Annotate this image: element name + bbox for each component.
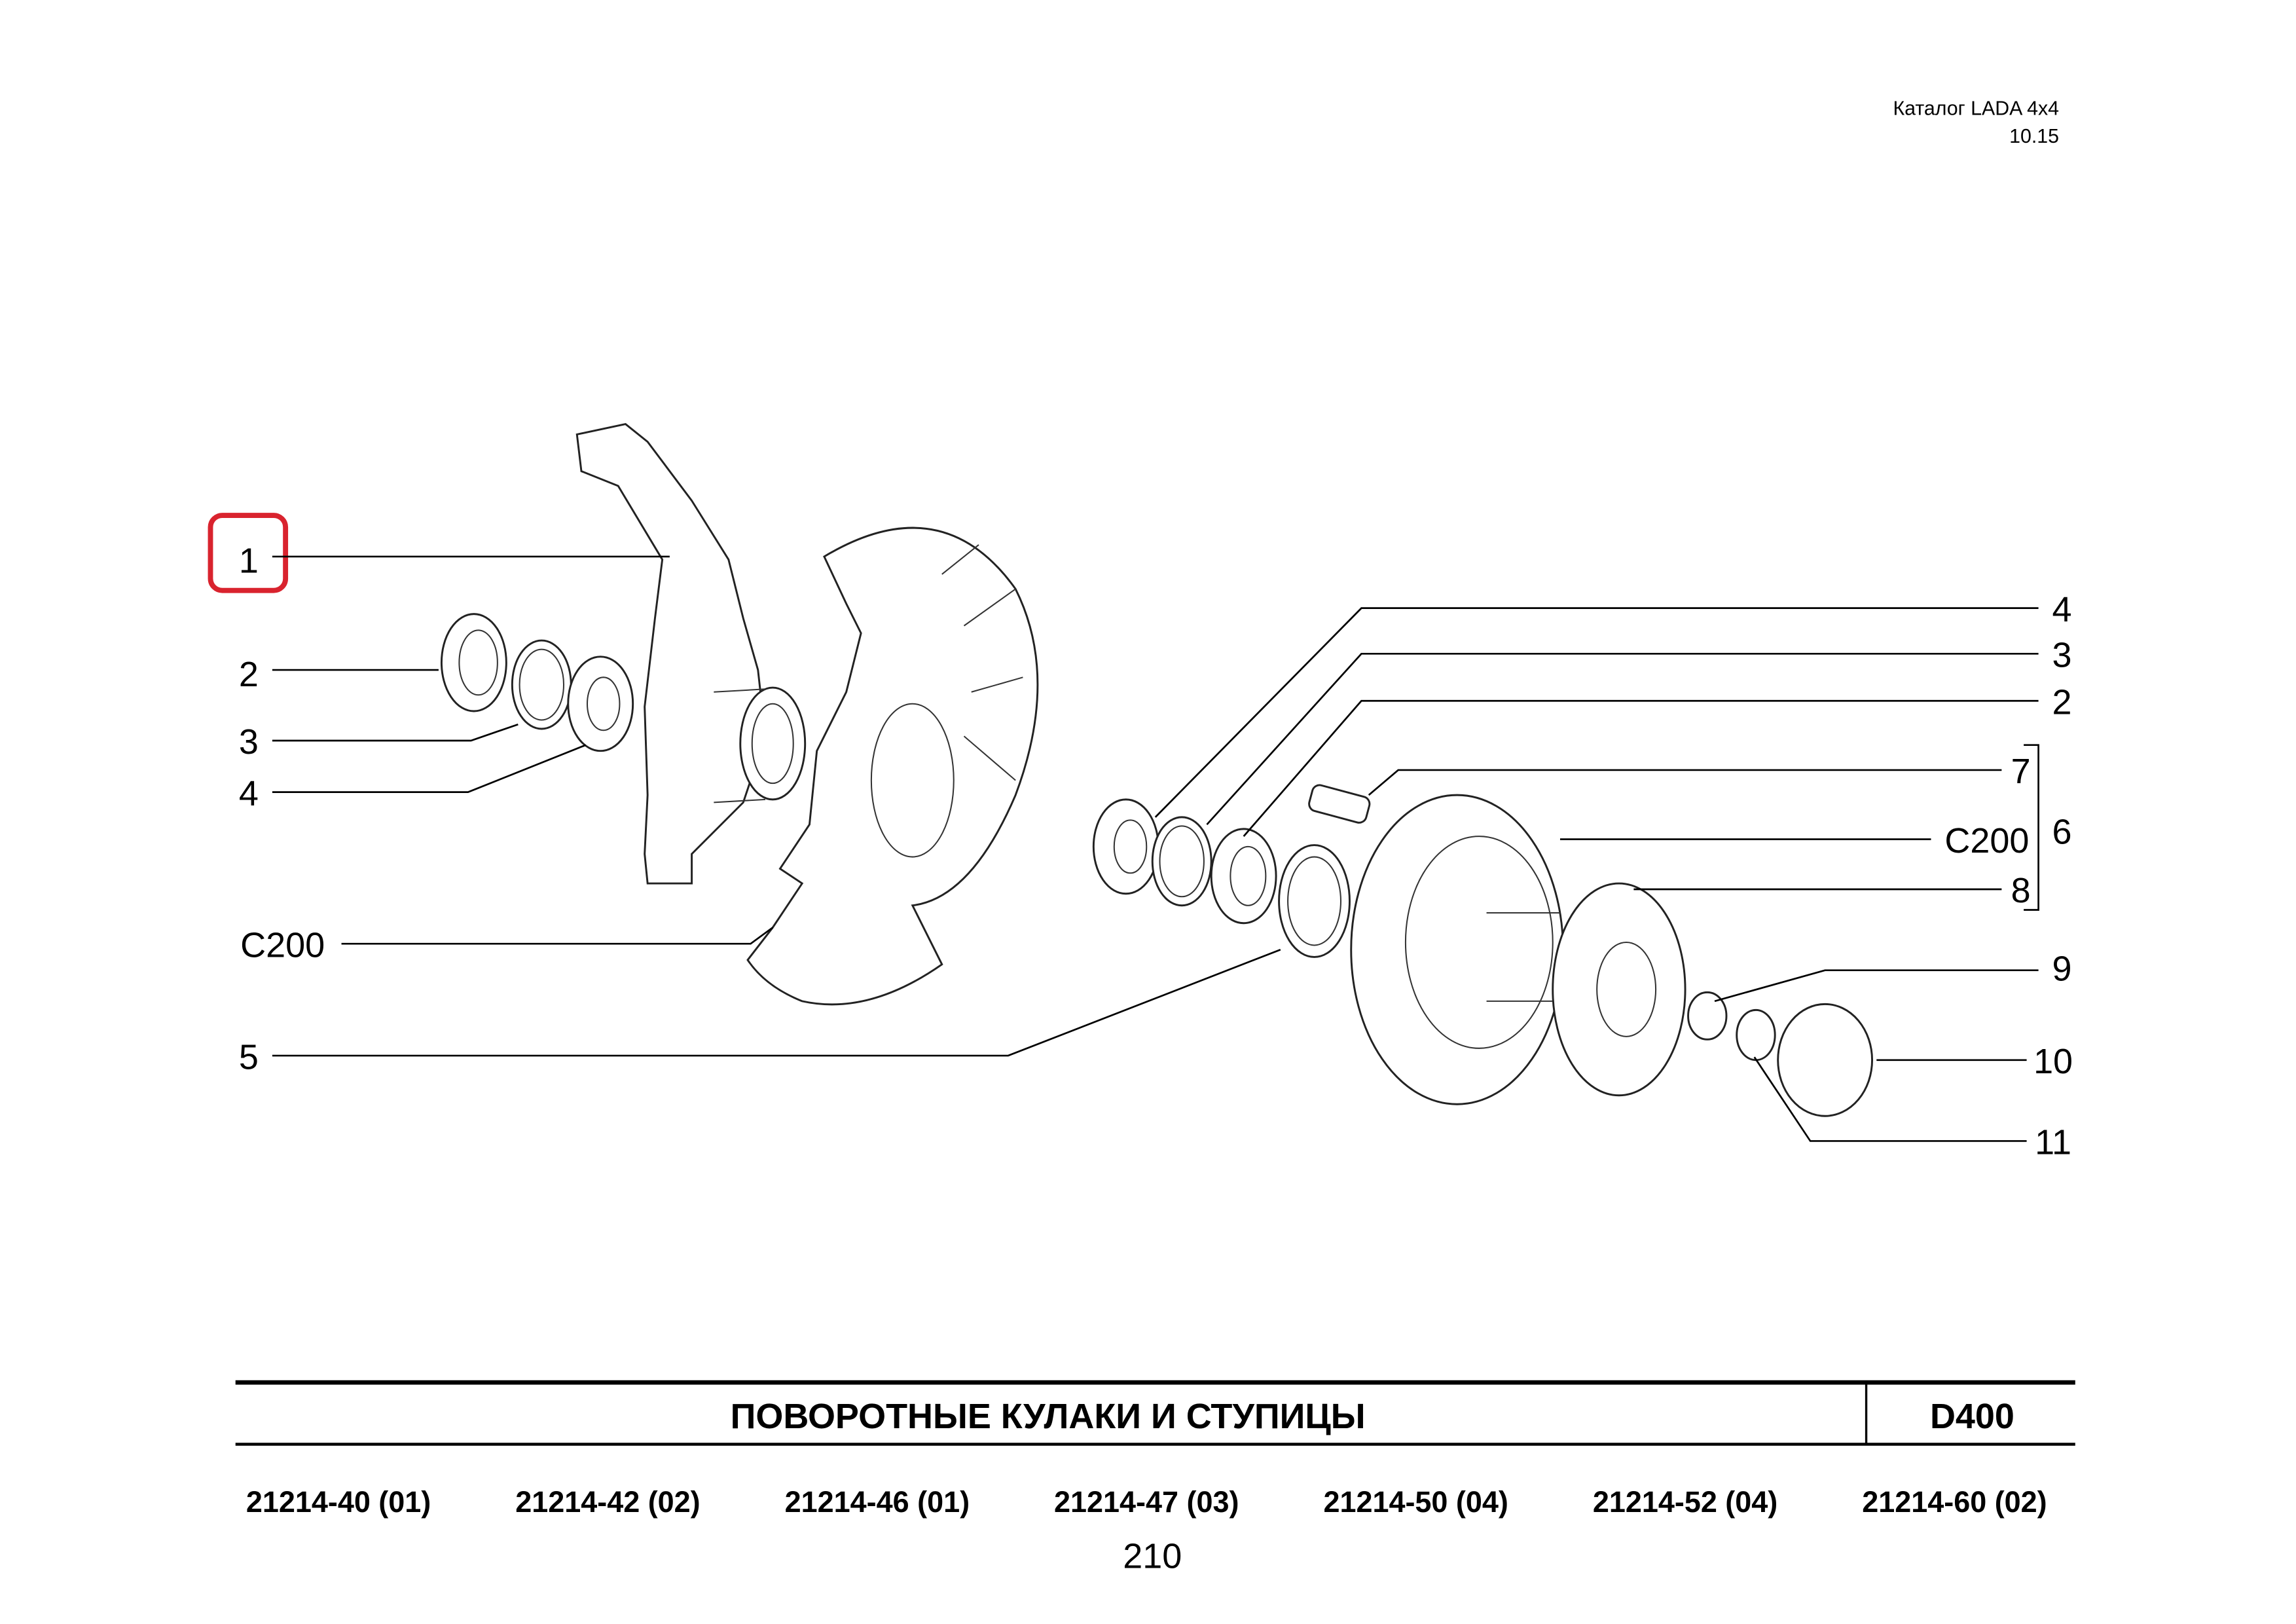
model-item: 21214-50 (04): [1323, 1485, 1508, 1519]
callout-4-right[interactable]: 4: [2052, 590, 2072, 629]
page-number: 210: [1123, 1536, 1182, 1576]
leader-line: [1243, 699, 2039, 837]
model-item: 21214-42 (02): [515, 1485, 700, 1519]
callout-8[interactable]: 8: [2011, 871, 2031, 910]
model-item: 21214-40 (01): [246, 1485, 431, 1519]
callout-10[interactable]: 10: [2033, 1042, 2073, 1081]
group-bracket: [2024, 744, 2039, 911]
model-item: 21214-46 (01): [785, 1485, 970, 1519]
callout-9[interactable]: 9: [2052, 949, 2072, 988]
model-list: 21214-40 (01) 21214-42 (02) 21214-46 (01…: [246, 1485, 2047, 1519]
model-item: 21214-47 (03): [1054, 1485, 1239, 1519]
model-item: 21214-52 (04): [1593, 1485, 1777, 1519]
section-title: ПОВОРОТНЫЕ КУЛАКИ И СТУПИЦЫ: [731, 1397, 1366, 1436]
splash-shield: [746, 526, 1039, 1006]
callout-c200-left[interactable]: C200: [240, 925, 325, 965]
model-item: 21214-60 (02): [1862, 1485, 2047, 1519]
leader-line: [1753, 1056, 2027, 1142]
leader-line: [272, 723, 519, 742]
highlight-box: [208, 513, 289, 593]
callout-3-left[interactable]: 3: [239, 722, 259, 762]
catalog-version: 10.15: [2009, 126, 2059, 147]
leader-line: [1368, 769, 2002, 796]
callout-4-left[interactable]: 4: [239, 774, 259, 813]
catalog-title: Каталог LADA 4x4: [1893, 98, 2059, 120]
brake-disc-hub: [1308, 784, 1874, 1117]
leader-line: [272, 948, 1281, 1057]
leader-line: [272, 744, 587, 793]
callout-2-left[interactable]: 2: [239, 655, 259, 694]
left-seal: [440, 613, 507, 712]
callout-5[interactable]: 5: [239, 1037, 259, 1077]
callout-11[interactable]: 11: [2035, 1123, 2071, 1162]
callout-1[interactable]: 1: [239, 542, 259, 581]
left-bearing: [567, 655, 634, 752]
leader-line: [1714, 969, 2039, 1003]
callout-6[interactable]: 6: [2052, 812, 2072, 851]
callout-3-right[interactable]: 3: [2052, 636, 2072, 675]
leader-line: [341, 927, 774, 945]
callout-c200-right[interactable]: C200: [1944, 821, 2029, 860]
leader-line: [1206, 652, 2039, 826]
callout-7[interactable]: 7: [2011, 752, 2031, 791]
parts-diagram: 1 2 3 4 C200 5 4 3 2 7 C200 6 8 9 10 11: [208, 423, 2073, 1162]
left-ring: [511, 639, 572, 730]
steering-knuckle: [575, 423, 807, 885]
callout-2-right[interactable]: 2: [2052, 683, 2072, 722]
right-bearings: [1092, 798, 1351, 958]
leader-line: [1154, 607, 2039, 818]
section-code: D400: [1930, 1397, 2014, 1436]
